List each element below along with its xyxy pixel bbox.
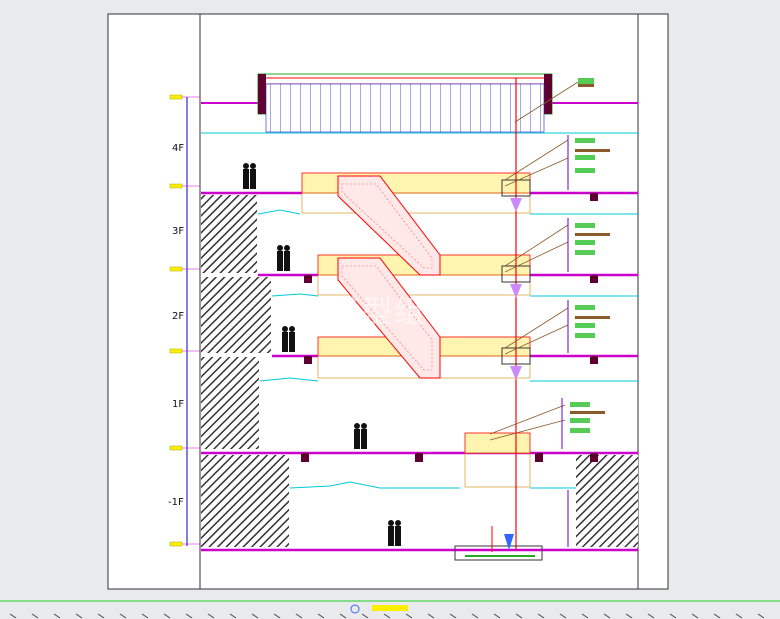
floor-label-2f: 2F bbox=[172, 311, 184, 322]
bottom-tick-row bbox=[9, 613, 765, 619]
person-silhouette-icon bbox=[354, 423, 360, 449]
tick-mark bbox=[691, 613, 699, 619]
tick-mark bbox=[361, 613, 369, 619]
level-marker-icon bbox=[169, 94, 200, 100]
tick-mark bbox=[383, 613, 391, 619]
floor-label-b1: -1F bbox=[168, 497, 184, 508]
tick-mark bbox=[669, 613, 677, 619]
elevator-shaft bbox=[501, 78, 531, 550]
tick-mark bbox=[207, 613, 215, 619]
tick-mark bbox=[141, 613, 149, 619]
people bbox=[243, 163, 401, 546]
tick-mark bbox=[75, 613, 83, 619]
tick-mark bbox=[405, 613, 413, 619]
floor-label-1f: 1F bbox=[172, 399, 184, 410]
tick-mark bbox=[515, 613, 523, 619]
tick-mark bbox=[53, 613, 61, 619]
level-marker-icon bbox=[169, 348, 200, 354]
tick-mark bbox=[735, 613, 743, 619]
person-silhouette-icon bbox=[388, 520, 394, 546]
tick-mark bbox=[185, 613, 193, 619]
person-silhouette-icon bbox=[277, 245, 283, 271]
elevator-cab-icon bbox=[501, 265, 531, 298]
tick-mark bbox=[295, 613, 303, 619]
escalator-upper bbox=[337, 175, 441, 276]
tick-mark bbox=[713, 613, 721, 619]
tick-mark bbox=[537, 613, 545, 619]
tick-mark bbox=[119, 613, 127, 619]
level-marker-icon bbox=[169, 541, 200, 547]
person-silhouette-icon bbox=[243, 163, 249, 189]
tick-mark bbox=[471, 613, 479, 619]
level-marker-icon bbox=[169, 183, 200, 189]
tick-mark bbox=[603, 613, 611, 619]
tick-mark bbox=[625, 613, 633, 619]
wall-hatch-3f bbox=[201, 195, 257, 273]
tick-mark bbox=[449, 613, 457, 619]
tick-mark bbox=[97, 613, 105, 619]
tick-mark bbox=[581, 613, 589, 619]
beam-stubs bbox=[301, 193, 598, 462]
person-silhouette-icon bbox=[284, 245, 290, 271]
tick-mark bbox=[647, 613, 655, 619]
tick-mark bbox=[317, 613, 325, 619]
annotation-leaders bbox=[489, 81, 579, 441]
watermark: 模型组 bbox=[330, 295, 426, 330]
tick-mark bbox=[427, 613, 435, 619]
tick-mark bbox=[493, 613, 501, 619]
tick-mark bbox=[31, 613, 39, 619]
tick-mark bbox=[251, 613, 259, 619]
tick-mark bbox=[339, 613, 347, 619]
level-markers bbox=[169, 94, 200, 547]
tick-mark bbox=[163, 613, 171, 619]
tick-mark bbox=[273, 613, 281, 619]
balcony-band-b1 bbox=[464, 432, 531, 488]
person-silhouette-icon bbox=[282, 326, 288, 352]
level-marker-icon bbox=[169, 445, 200, 451]
wall-hatch-b1-right bbox=[576, 455, 638, 547]
right-guides bbox=[561, 135, 569, 547]
person-silhouette-icon bbox=[250, 163, 256, 189]
floor-label-3f: 3F bbox=[172, 226, 184, 237]
person-silhouette-icon bbox=[361, 423, 367, 449]
tick-mark bbox=[9, 613, 17, 619]
person-silhouette-icon bbox=[289, 326, 295, 352]
elevator-cab-icon bbox=[501, 347, 531, 380]
wall-hatch-2f bbox=[201, 277, 271, 353]
person-silhouette-icon bbox=[395, 520, 401, 546]
elevator-cab-icon bbox=[501, 179, 531, 212]
wall-hatch-1f bbox=[201, 357, 259, 449]
level-marker-icon bbox=[169, 266, 200, 272]
roof-skylight bbox=[201, 73, 638, 134]
fountain-icon bbox=[454, 526, 543, 561]
tick-mark bbox=[757, 613, 765, 619]
tick-mark bbox=[229, 613, 237, 619]
wall-hatch-b1-left bbox=[201, 455, 289, 547]
tick-mark bbox=[559, 613, 567, 619]
ceiling-lines bbox=[257, 209, 638, 489]
escalator-lower bbox=[337, 257, 441, 379]
floor-label-4f: 4F bbox=[172, 143, 184, 154]
annotation-tags bbox=[570, 78, 610, 433]
bottom-marker bbox=[350, 604, 408, 614]
